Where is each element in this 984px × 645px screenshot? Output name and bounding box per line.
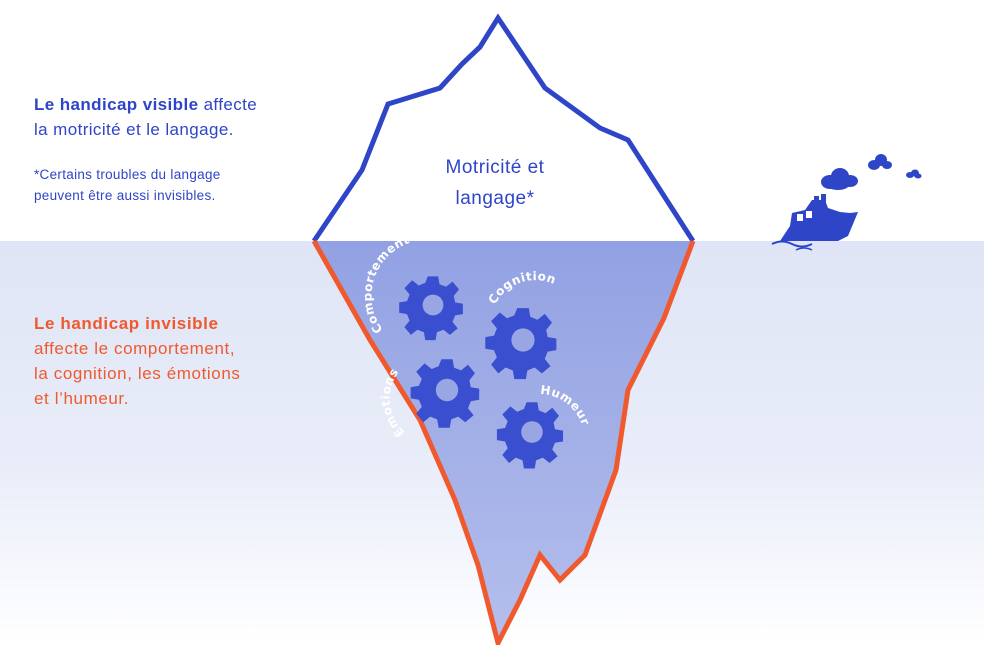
gear-icon xyxy=(399,276,463,341)
iceberg-underwater-outline xyxy=(311,239,696,645)
smoke-cloud-icon xyxy=(906,169,922,179)
iceberg-tip-label: Motricité et langage* xyxy=(405,152,585,214)
invisible-handicap-line3: et l’humeur. xyxy=(34,389,130,408)
gear-icon xyxy=(410,359,480,428)
invisible-handicap-title: Le handicap invisible xyxy=(34,314,219,333)
gear-icon xyxy=(496,402,564,469)
visible-handicap-text: Le handicap visible affecte la motricité… xyxy=(34,92,354,142)
smoke-cloud-icon xyxy=(868,154,892,170)
ship-icon xyxy=(771,194,858,251)
tip-label-line1: Motricité et xyxy=(445,157,545,178)
invisible-handicap-text: Le handicap invisible affecte le comport… xyxy=(34,311,354,411)
iceberg-underwater xyxy=(314,241,693,643)
iceberg-tip xyxy=(314,18,693,241)
footnote-line1: *Certains troubles du langage xyxy=(34,167,221,182)
invisible-handicap-line2: la cognition, les émotions xyxy=(34,364,241,383)
visible-footnote: *Certains troubles du langage peuvent êt… xyxy=(34,164,354,206)
visible-handicap-line1: affecte xyxy=(203,95,258,114)
visible-handicap-title: Le handicap visible xyxy=(34,95,199,114)
tip-label-line2: langage* xyxy=(455,188,535,209)
iceberg-tip-outline xyxy=(311,13,696,243)
gear-icon xyxy=(485,308,557,380)
invisible-handicap-line1: affecte le comportement, xyxy=(34,339,236,358)
visible-handicap-line2: la motricité et le langage. xyxy=(34,120,234,139)
smoke-cloud-icon xyxy=(821,168,858,190)
footnote-line2: peuvent être aussi invisibles. xyxy=(34,188,216,203)
